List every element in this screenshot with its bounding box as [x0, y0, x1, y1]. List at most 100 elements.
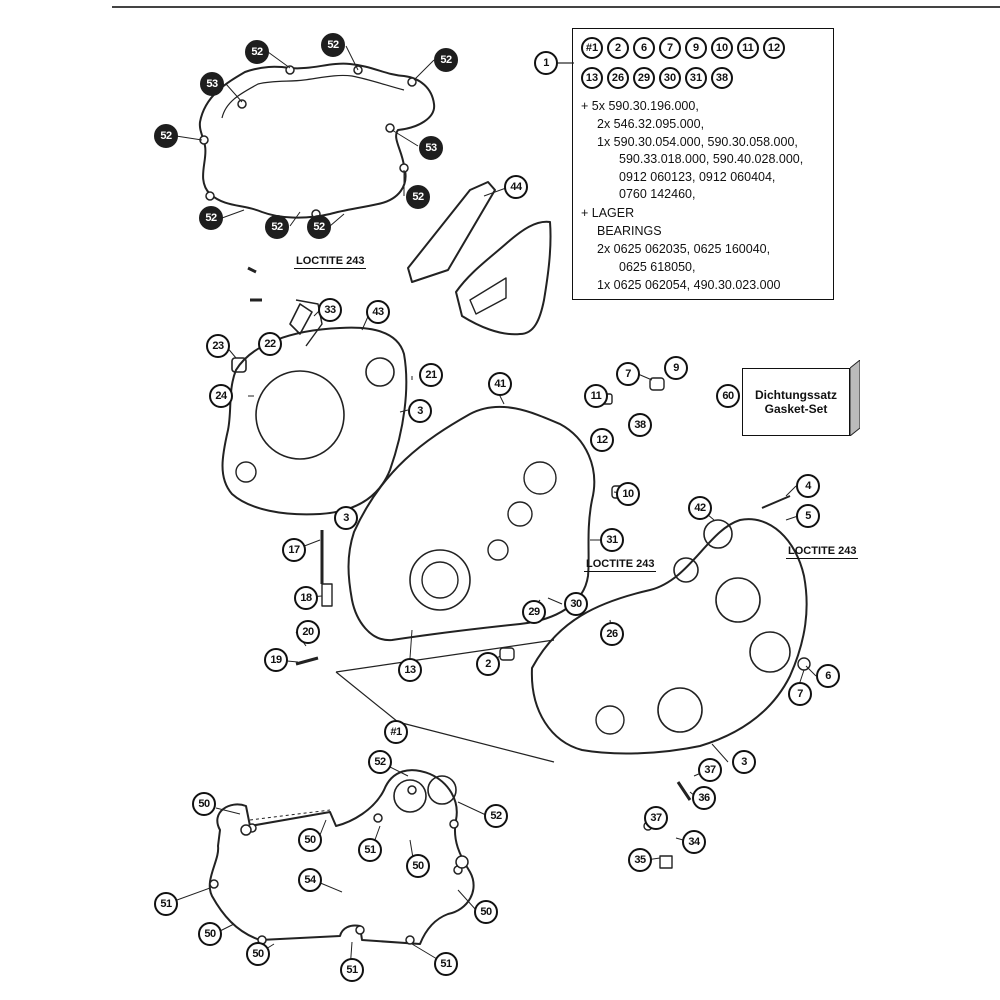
part-callout: 52: [265, 215, 289, 239]
included-part-ref: 6: [633, 37, 655, 59]
right-crankcase-half: [530, 518, 808, 755]
included-part-ref: 26: [607, 67, 629, 89]
part-callout: 52: [368, 750, 392, 774]
part-callout: 19: [264, 648, 288, 672]
included-part-ref: 9: [685, 37, 707, 59]
left-crankcase-half: [347, 405, 596, 642]
part-callout: 38: [628, 413, 652, 437]
included-part-ref: 11: [737, 37, 759, 59]
part-callout: #1: [384, 720, 408, 744]
part-callout: 7: [788, 682, 812, 706]
part-callout: 53: [419, 136, 443, 160]
part-callout: 17: [282, 538, 306, 562]
part-callout: 50: [406, 854, 430, 878]
included-part-ref: #1: [581, 37, 603, 59]
part-callout: 37: [644, 806, 668, 830]
gasket-set-title-en: Gasket-Set: [764, 402, 828, 416]
part-callout: 50: [474, 900, 498, 924]
kit-line: 2x 546.32.095.000,: [597, 117, 705, 131]
part-callout: 3: [334, 506, 358, 530]
part-callout: 2: [476, 652, 500, 676]
part-callout: 3: [732, 750, 756, 774]
part-callout: 23: [206, 334, 230, 358]
part-callout: 35: [628, 848, 652, 872]
part-callout: 52: [199, 206, 223, 230]
part-callout: 42: [688, 496, 712, 520]
included-part-ref: 13: [581, 67, 603, 89]
included-part-ref: 29: [633, 67, 655, 89]
part-callout: 52: [245, 40, 269, 64]
part-callout: 5: [796, 504, 820, 528]
part-callout: 52: [307, 215, 331, 239]
part-callout: 50: [298, 828, 322, 852]
part-callout: 13: [398, 658, 422, 682]
part-callout: 34: [682, 830, 706, 854]
kit-line: + 5x 590.30.196.000,: [581, 99, 699, 113]
kit-line: 590.33.018.000, 590.40.028.000,: [619, 152, 804, 166]
kit-line: 2x 0625 062035, 0625 160040,: [597, 242, 771, 256]
included-part-ref: 7: [659, 37, 681, 59]
part-callout: 26: [600, 622, 624, 646]
part-callout: 30: [564, 592, 588, 616]
loctite-label: LOCTITE 243: [786, 545, 859, 559]
part-callout: 22: [258, 332, 282, 356]
kit-line: 1x 0625 062054, 490.30.023.000: [597, 278, 781, 292]
included-part-ref: 30: [659, 67, 681, 89]
kit-line: 0912 060123, 0912 060404,: [619, 170, 776, 184]
included-parts-row-2: 13 26 29 30 31 38: [581, 67, 733, 89]
crankcase-gasket: [208, 769, 475, 945]
part-callout: 60: [716, 384, 740, 408]
included-part-ref: 2: [607, 37, 629, 59]
part-callout: 24: [209, 384, 233, 408]
part-callout: 52: [406, 185, 430, 209]
part-callout: 10: [616, 482, 640, 506]
part-callout: 12: [590, 428, 614, 452]
clutch-cover: [221, 326, 408, 516]
bracket-part: [407, 181, 496, 283]
part-callout: 50: [192, 792, 216, 816]
part-callout: 52: [434, 48, 458, 72]
part-callout: 44: [504, 175, 528, 199]
clutch-cover-gasket: [198, 62, 436, 219]
part-callout: 9: [664, 356, 688, 380]
loctite-label: LOCTITE 243: [584, 558, 657, 572]
included-parts-row-1: #1 2 6 7 9 10 11 12: [581, 37, 785, 59]
included-part-ref: 12: [763, 37, 785, 59]
part-callout: 4: [796, 474, 820, 498]
part-callout: 18: [294, 586, 318, 610]
kit-line: + LAGER: [581, 206, 635, 220]
part-callout: 52: [154, 124, 178, 148]
leader-line: [558, 62, 574, 64]
part-callout: 37: [698, 758, 722, 782]
part-callout: 41: [488, 372, 512, 396]
part-callout: 21: [419, 363, 443, 387]
part-callout: 51: [340, 958, 364, 982]
part-callout: 6: [816, 664, 840, 688]
included-part-ref: 38: [711, 67, 733, 89]
gasket-set-box-shading: [850, 360, 860, 436]
part-callout: 36: [692, 786, 716, 810]
part-callout: 29: [522, 600, 546, 624]
part-callout: 50: [198, 922, 222, 946]
part-callout: 3: [408, 399, 432, 423]
kit-line: BEARINGS: [597, 224, 662, 238]
part-callout: 11: [584, 384, 608, 408]
part-callout: 7: [616, 362, 640, 386]
engine-case-kit-info-box: #1 2 6 7 9 10 11 12 13 26 29 30 31 38 + …: [572, 28, 834, 300]
gasket-set-box: Dichtungssatz Gasket-Set: [742, 368, 850, 436]
callout-part-1: 1: [534, 51, 558, 75]
part-callout: 51: [154, 892, 178, 916]
gasket-set-title-de: Dichtungssatz: [754, 388, 837, 402]
included-part-ref: 31: [685, 67, 707, 89]
part-callout: 43: [366, 300, 390, 324]
included-part-ref: 10: [711, 37, 733, 59]
part-callout: 52: [321, 33, 345, 57]
part-callout: 31: [600, 528, 624, 552]
kit-line: 1x 590.30.054.000, 590.30.058.000,: [597, 135, 798, 149]
kit-line: 0760 142460,: [619, 187, 696, 201]
kit-line: 0625 618050,: [619, 260, 696, 274]
part-callout: 20: [296, 620, 320, 644]
part-callout: 51: [358, 838, 382, 862]
